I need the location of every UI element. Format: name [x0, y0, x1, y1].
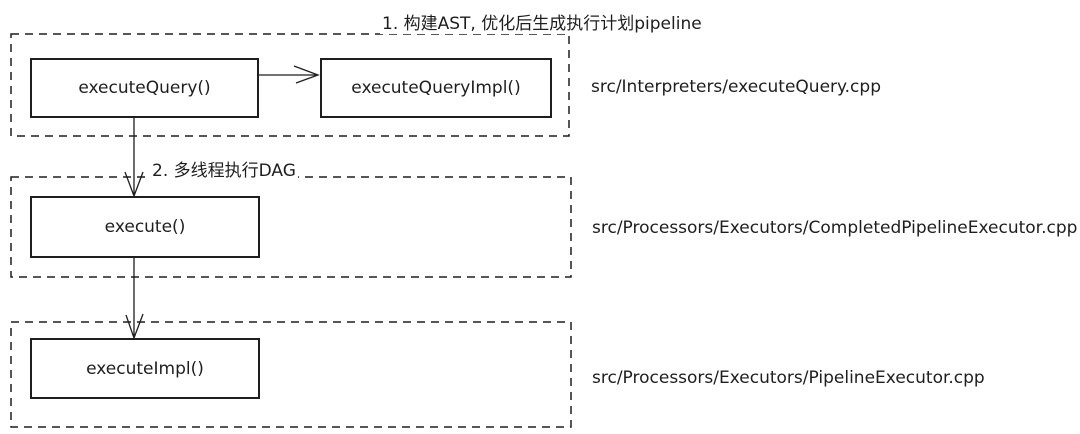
arrow-query-to-impl	[259, 65, 320, 84]
group-2-source-path: src/Processors/Executors/CompletedPipeli…	[592, 218, 1078, 238]
group-3-frame	[10, 321, 572, 428]
node-box-execute	[30, 196, 260, 258]
node-execute-query-impl: executeQueryImpl()	[351, 78, 521, 98]
group-1-label: 1. 构建AST, 优化后生成执行计划pipeline	[380, 14, 704, 34]
group-1-source-path: src/Interpreters/executeQuery.cpp	[591, 77, 881, 97]
node-execute-query: executeQuery()	[78, 78, 211, 98]
group-2-label: 2. 多线程执行DAG	[150, 161, 298, 181]
node-execute: execute()	[104, 217, 186, 237]
node-box-execute-query-impl	[320, 58, 552, 118]
node-box-execute-impl	[30, 338, 260, 399]
arrow-execute-to-impl	[125, 258, 144, 340]
node-execute-impl: executeImpl()	[86, 358, 204, 379]
group-1-frame	[10, 33, 570, 137]
arrow-query-to-execute	[124, 118, 144, 198]
node-box-execute-query	[30, 58, 259, 118]
group-3-source-path: src/Processors/Executors/PipelineExecuto…	[592, 368, 985, 388]
